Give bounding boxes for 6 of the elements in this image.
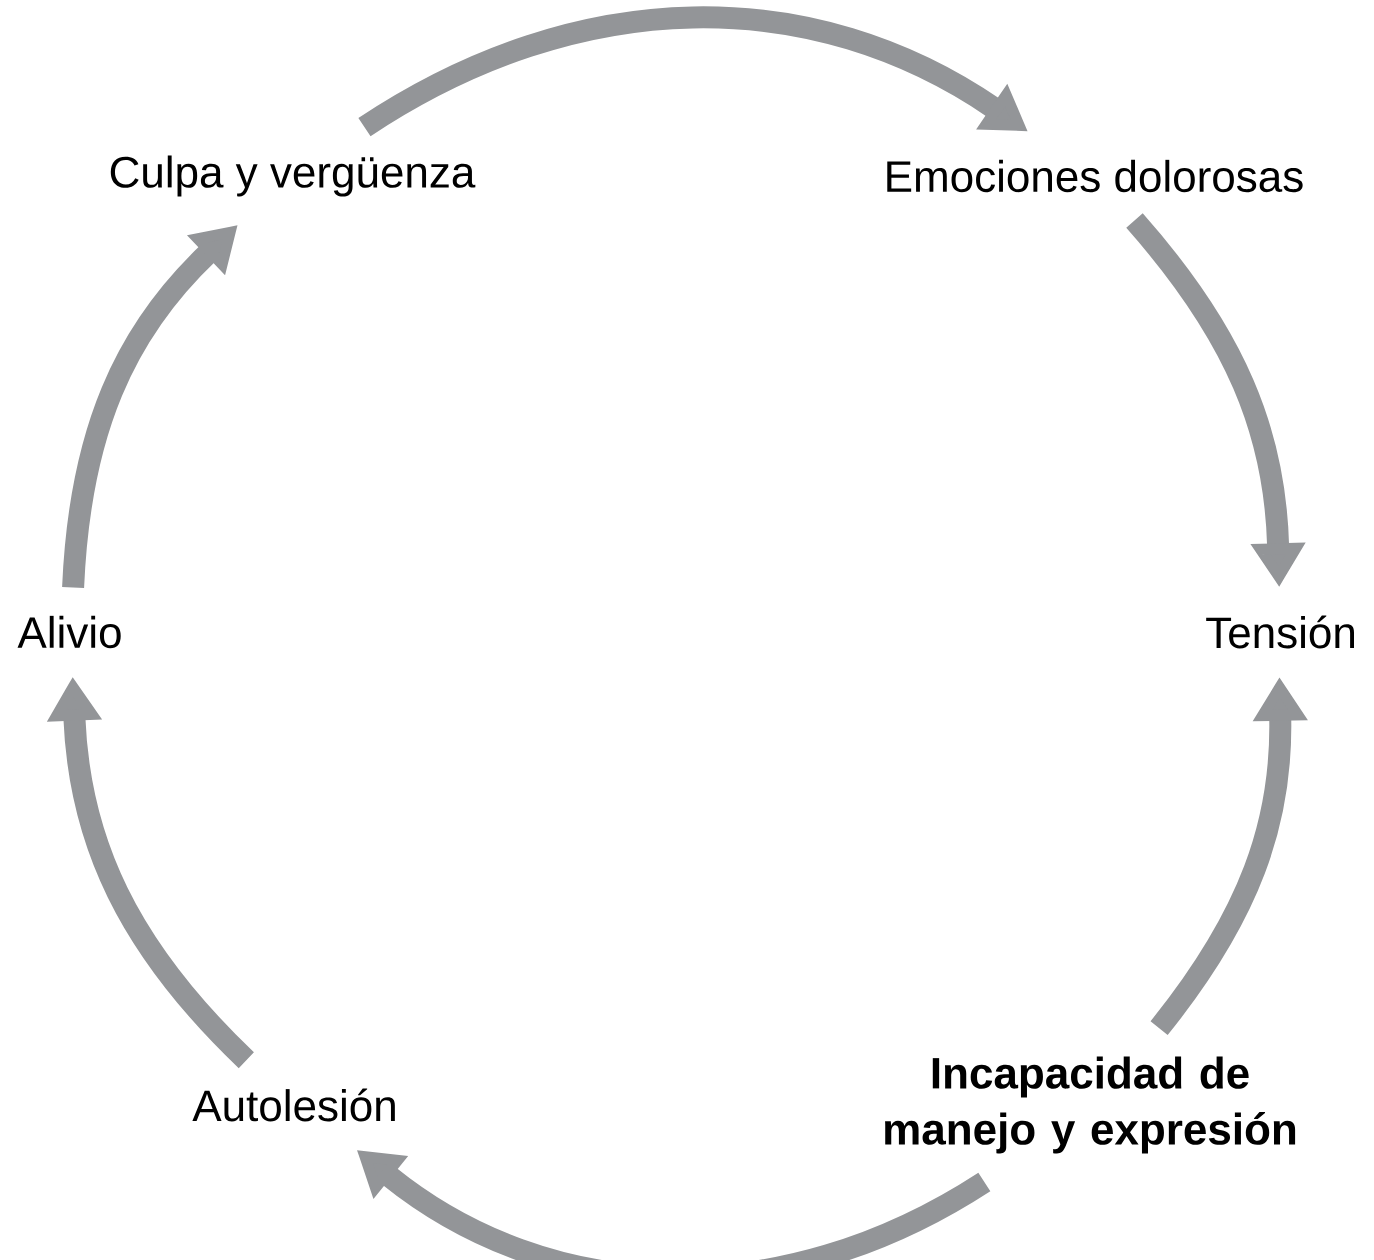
node-label: Tensión xyxy=(1206,615,1354,649)
node-label: Alivio xyxy=(17,615,121,649)
node-label: Autolesión xyxy=(192,1088,395,1122)
node-label: Culpa y vergüenza xyxy=(110,155,476,197)
node-label: Emociones dolorosas xyxy=(887,159,1303,193)
node-label: Incapacidad de manejo y expresión xyxy=(885,1056,1296,1154)
